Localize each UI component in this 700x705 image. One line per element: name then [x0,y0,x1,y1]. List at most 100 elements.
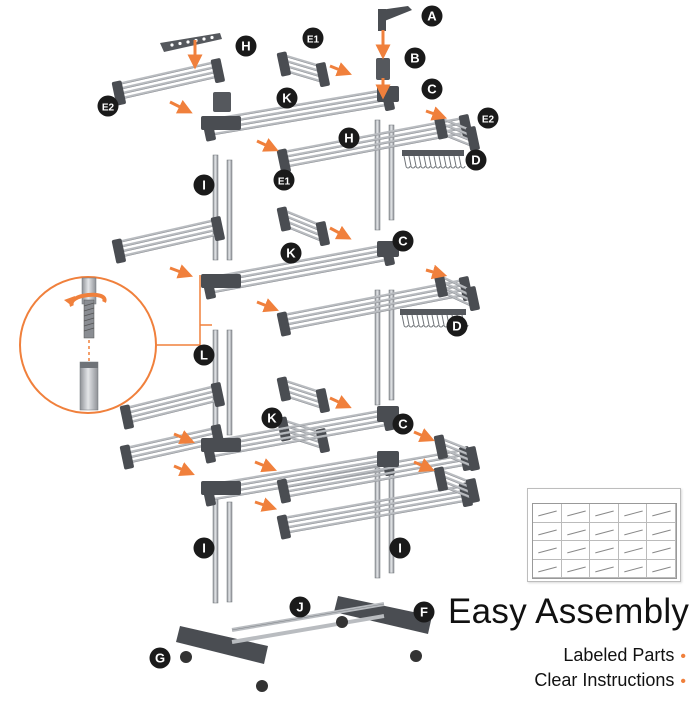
label-badge-i: I [193,537,215,559]
pole-upper-left-b [226,159,233,261]
assembly-arrow-8 [169,264,194,279]
connector-c-0 [377,86,399,102]
shelf-5 [111,216,225,264]
sheet-cell [561,559,591,578]
label-text: K [267,411,277,426]
label-badge-c: C [392,230,414,252]
shelf-17 [276,482,473,540]
feature-label-1: Labeled Parts [563,645,675,665]
sheet-cell [618,541,648,560]
sheet-cell [533,559,562,578]
feature-labeled-parts: Labeled Parts• [563,645,686,666]
sheet-cell [647,504,676,523]
label-badge-k: K [280,242,302,264]
sheet-cell [618,559,648,578]
shelf-18 [433,434,480,472]
label-badge-d: D [446,315,468,337]
pole-mid-right-b [388,289,395,401]
feature-clear-instructions: Clear Instructions• [534,670,686,691]
label-text: C [398,417,408,432]
sheet-cell [533,504,562,523]
hook-rail-teeth [170,35,214,47]
pole-low-right-b [388,467,395,574]
label-badge-i: I [389,537,411,559]
label-text: I [202,178,206,193]
label-badge-i: I [193,174,215,196]
base-frame [176,596,432,692]
label-badge-c: C [392,413,414,435]
instruction-sheet-grid [532,503,677,579]
wheel-3 [336,616,348,628]
sheet-cell [561,504,591,523]
shelf-9 [433,272,480,312]
shelf-10 [119,382,225,430]
connector-left-1 [201,274,241,288]
top-hook-stem [378,9,386,31]
connector-left-3 [201,481,241,495]
label-text: G [155,651,165,666]
shelf-6 [276,206,330,247]
detail-connector-line [156,275,212,346]
sheet-cell [590,559,619,578]
wheel-2 [256,680,268,692]
pin-rail-top [402,150,466,169]
connector-c-2 [377,406,399,422]
assembly-arrow-9 [256,298,279,313]
shelf-8 [276,276,473,337]
instruction-sheet-icon [527,488,681,582]
assembly-arrow-3 [329,62,352,77]
base-left-foot [176,626,268,664]
connector-left-0 [201,116,241,130]
shelf-1 [276,51,330,88]
label-badge-d: D [465,149,487,171]
sheet-cell [647,559,676,578]
label-badge-e2: E2 [477,107,499,129]
label-text: J [296,600,303,615]
assembly-arrows [169,30,448,512]
assembly-arrow-13 [173,462,195,476]
shelf-19 [433,466,480,504]
sheet-cell [618,504,648,523]
assembly-arrow-14 [254,458,277,473]
side-connector-left [213,92,231,112]
label-badge-l: L [193,344,215,366]
assembly-arrow-12 [173,430,195,444]
assembly-arrow-16 [413,428,435,442]
label-badge-g: G [149,647,171,669]
assembly-arrow-5 [256,138,279,152]
assembly-arrow-7 [329,225,352,240]
bullet-dot-icon: • [680,673,686,690]
label-badge-k: K [276,87,298,109]
label-badge-h: H [338,127,360,149]
label-text: E2 [102,103,115,114]
sheet-cell [618,522,648,541]
sheet-cell [533,541,562,560]
pole-mid-left-b [226,329,233,436]
label-text: I [398,541,402,556]
label-text: A [427,9,437,24]
sheet-cell [647,541,676,560]
sheet-cell [590,522,619,541]
label-text: C [427,82,437,97]
pole-upper-left-a [212,154,219,261]
shelf-11 [276,376,330,414]
wheel-1 [180,651,192,663]
pole-low-left-b [226,501,233,603]
shelf-12 [119,424,225,470]
assembly-arrow-15 [254,497,278,512]
headline: Easy Assembly [448,592,690,631]
label-badge-e2: E2 [97,95,119,117]
wheel-4 [410,650,422,662]
shelf-layers [111,51,480,540]
label-badge-c: C [421,78,443,100]
sheet-cell [533,522,562,541]
label-badge-f: F [413,601,435,623]
sheet-cell [590,541,619,560]
label-badge-h: H [235,35,257,57]
label-text: K [282,91,292,106]
label-text: E2 [482,115,495,126]
sheet-cell [647,522,676,541]
label-text: F [420,605,428,620]
